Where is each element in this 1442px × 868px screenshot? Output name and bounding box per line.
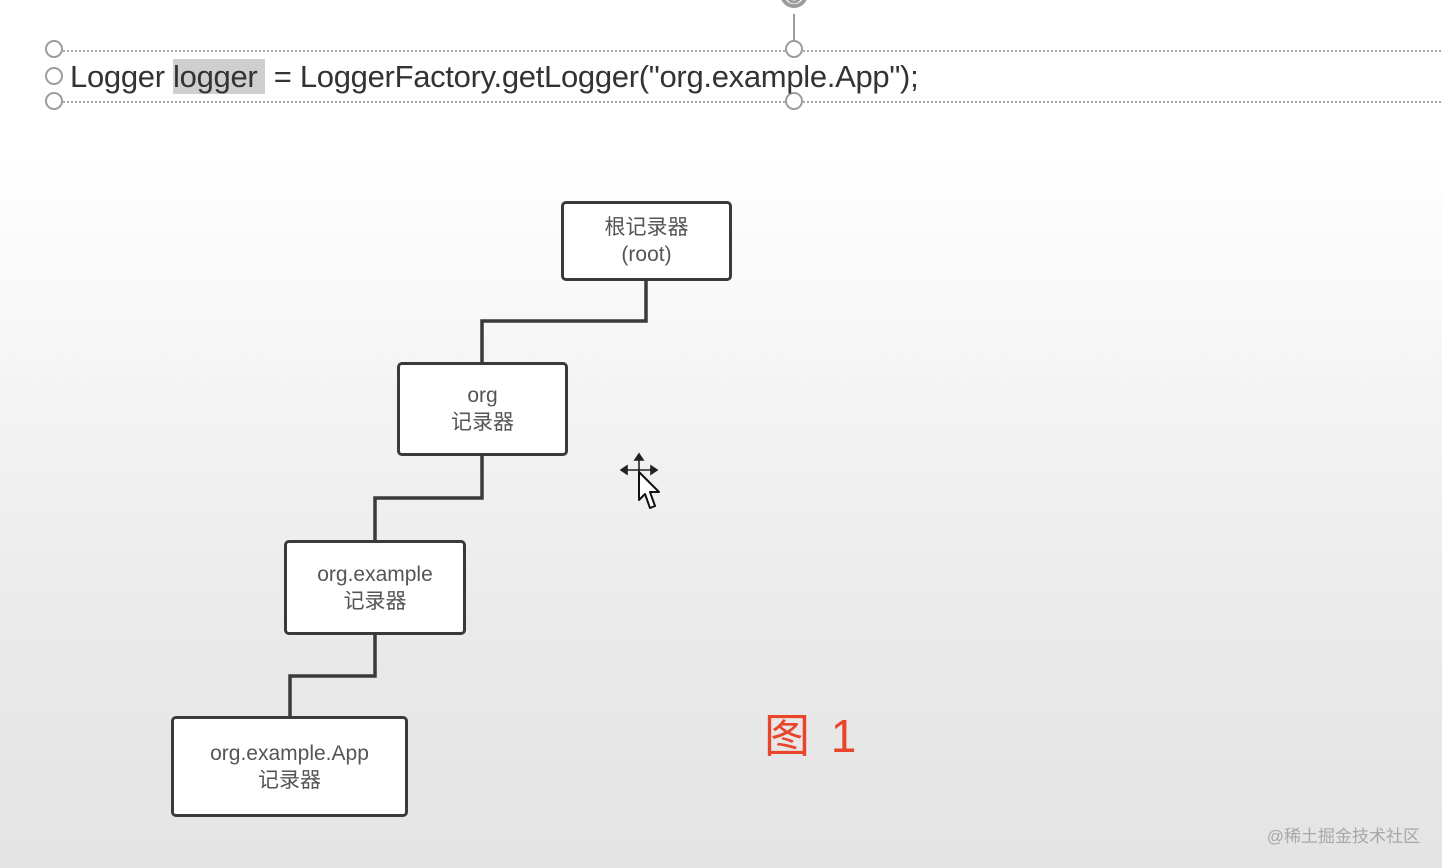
selected-text[interactable]: logger xyxy=(173,59,266,94)
connector-orgexample-app xyxy=(288,634,377,716)
resize-handle-top-left[interactable] xyxy=(45,40,63,58)
org-example-app-logger-node[interactable]: org.example.App 记录器 xyxy=(171,716,408,817)
figure-label: 图 1 xyxy=(764,710,861,762)
node-label: org.example xyxy=(317,562,433,586)
watermark: @稀土掘金技术社区 xyxy=(1266,827,1420,846)
code-text-box[interactable]: Logger logger = LoggerFactory.getLogger(… xyxy=(45,40,1442,110)
root-logger-node[interactable]: 根记录器 (root) xyxy=(561,201,732,281)
resize-handle-bottom-center[interactable] xyxy=(785,92,803,110)
rotate-icon[interactable] xyxy=(774,0,814,20)
org-logger-node[interactable]: org 记录器 xyxy=(397,362,568,456)
connector-org-orgexample xyxy=(373,455,484,541)
rotate-handle-stem xyxy=(793,14,795,44)
node-sublabel: 记录器 xyxy=(343,589,407,613)
node-sublabel: (root) xyxy=(621,243,672,266)
resize-handle-middle-left[interactable] xyxy=(45,67,63,85)
resize-handle-top-center[interactable] xyxy=(785,40,803,58)
code-prefix: Logger xyxy=(70,59,174,94)
resize-handle-bottom-left[interactable] xyxy=(45,92,63,110)
org-example-logger-node[interactable]: org.example 记录器 xyxy=(284,540,466,635)
node-label: org xyxy=(467,384,498,407)
node-sublabel: 记录器 xyxy=(258,768,321,792)
node-sublabel: 记录器 xyxy=(451,411,514,434)
text-box-border-top xyxy=(56,50,1442,52)
node-label: 根记录器 xyxy=(604,216,689,239)
connector-root-org xyxy=(480,280,648,362)
node-label: org.example.App xyxy=(210,741,369,765)
text-box-border-bottom xyxy=(56,101,1442,103)
code-suffix: = LoggerFactory.getLogger("org.example.A… xyxy=(265,59,919,94)
move-cursor-icon xyxy=(620,452,660,509)
code-line[interactable]: Logger logger = LoggerFactory.getLogger(… xyxy=(70,58,919,96)
